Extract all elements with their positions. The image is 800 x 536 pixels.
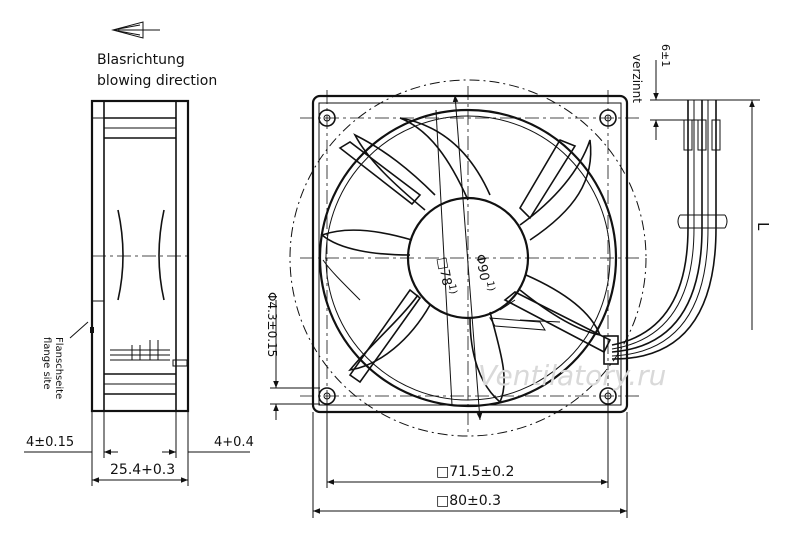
side-view: Blasrichtung blowing direction Flanschse… [24,21,254,486]
dim-right-flange: 4+0.4 [214,435,254,450]
square-footnote: 1) [446,283,459,295]
cable-length-label: L [754,222,772,231]
cable-assembly: 6±1 verzinnt L [603,44,772,365]
dim-left-flange: 4±0.15 [26,435,74,450]
dim-depth: 25.4+0.3 [110,462,175,478]
circle-footnote: 1) [484,280,497,292]
dim-square-78: □78 [434,256,454,287]
blowing-direction-arrow-icon [111,21,160,39]
flange-label-en: flange site [41,337,52,390]
frame-struts [338,139,612,384]
dim-hole: Φ4.3±0.15 [265,292,279,357]
dim-hole-pitch: □71.5±0.2 [436,464,514,480]
front-view: Φ90 1) □78 1) Φ4.3±0.15 □71.5±0.2 □80±0.… [265,79,647,518]
dim-outer-size: □80±0.3 [436,493,501,509]
tinned-label: verzinnt [630,54,644,103]
circle-phi90 [289,79,647,437]
watermark: Ventilatory.ru [478,359,666,392]
direction-label-de: Blasrichtung [97,52,185,68]
dim-circle-phi90: Φ90 [472,253,491,282]
direction-label-en: blowing direction [97,73,217,89]
flange-label-de: Flanschseite [53,337,64,399]
dim-strip-length: 6±1 [659,44,672,67]
